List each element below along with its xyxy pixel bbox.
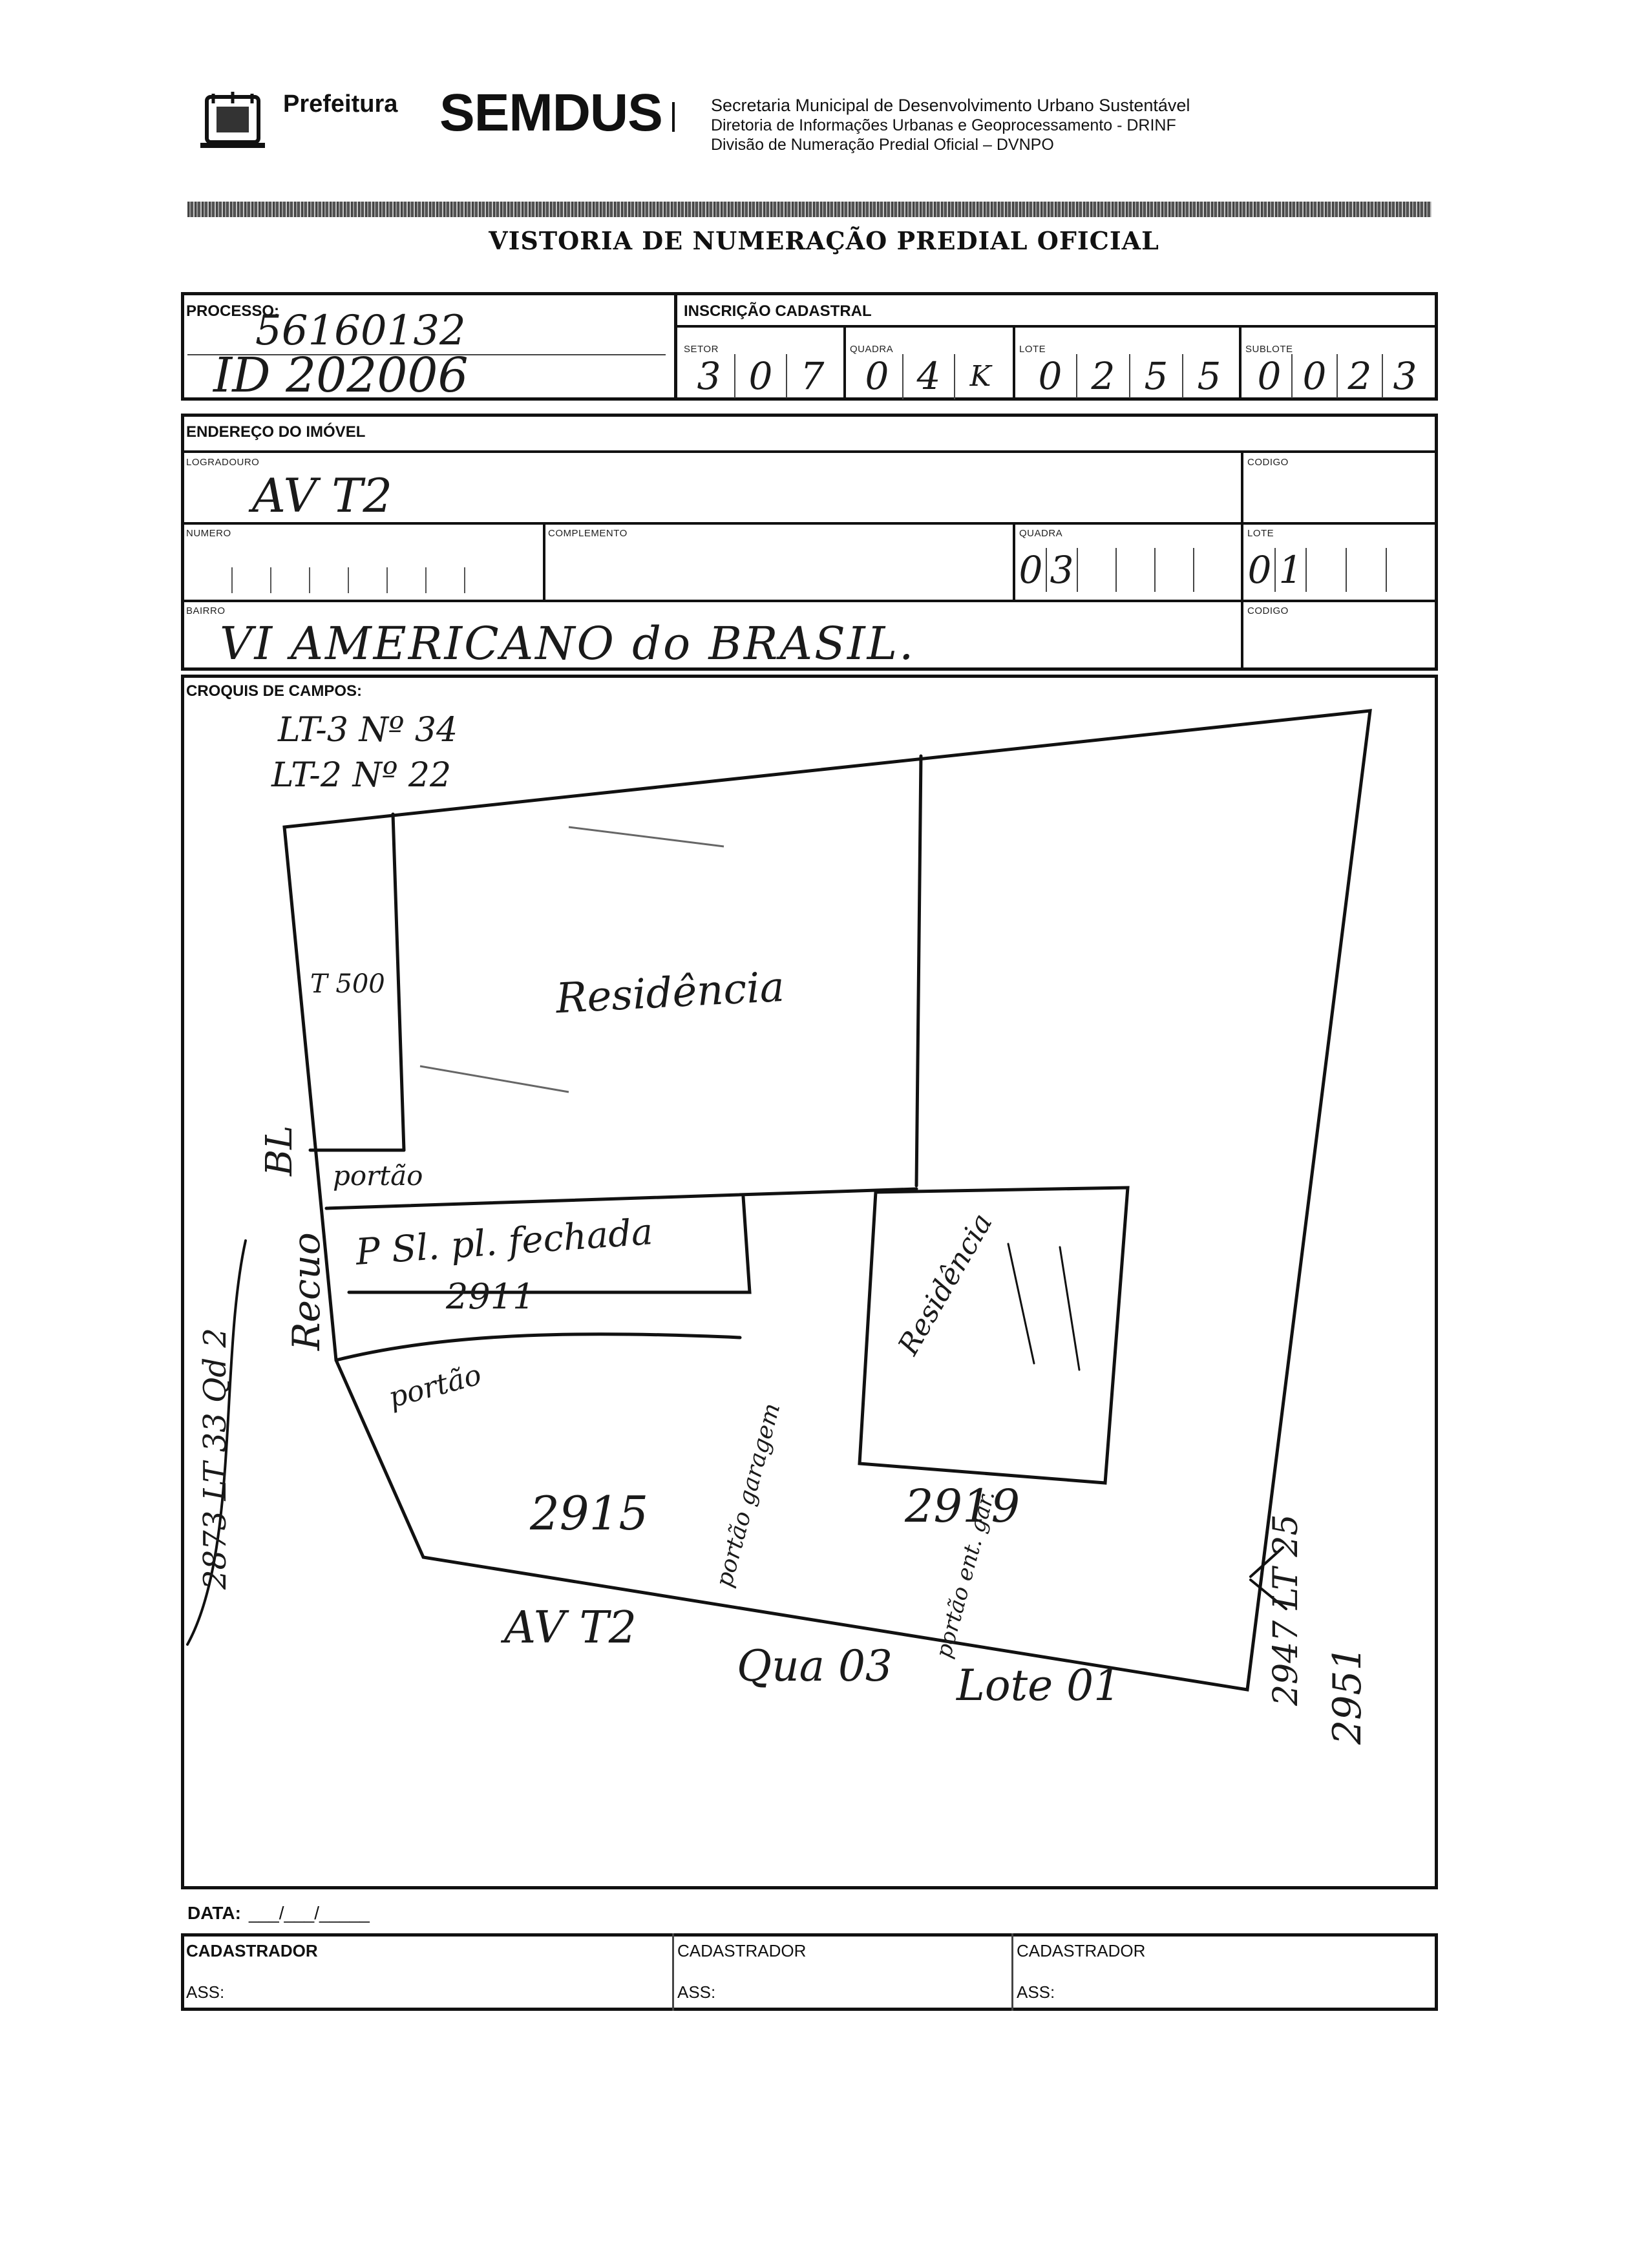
setor-digit: 0 (735, 354, 787, 398)
sketch-line (347, 1195, 752, 1294)
quadra-end-digit: 3 (1047, 548, 1078, 592)
complemento-label: COMPLEMENTO (548, 528, 628, 539)
setor-digit: 3 (684, 354, 735, 398)
quadra-digit: 0 (852, 354, 903, 399)
cadastrador-label-3: CADASTRADOR (1017, 1941, 1146, 1960)
sublote-digit: 2 (1338, 354, 1383, 398)
sketch-line (324, 1187, 918, 1210)
croquis-label: CROQUIS DE CAMPOS: (186, 682, 363, 700)
logradouro-label: LOGRADOURO (186, 457, 260, 468)
lote-end-digit: 1 (1276, 548, 1307, 592)
quadra-digit: K (969, 360, 991, 393)
sublote-label: SUBLOTE (1245, 344, 1293, 355)
processo-number: 56160132 (255, 307, 466, 355)
lote-label: LOTE (1019, 344, 1046, 355)
lote-digit: 5 (1197, 354, 1221, 398)
quadra-label: QUADRA (850, 344, 894, 355)
note-bl: BL (259, 1125, 301, 1176)
cadastrador-box (181, 1933, 1438, 2011)
note-2951: 2951 (1325, 1646, 1370, 1745)
header-line-2: Diretoria de Informações Urbanas e Geopr… (711, 116, 1176, 134)
lote-end-digit: 0 (1245, 548, 1276, 592)
endereco-label: ENDEREÇO DO IMÓVEL (186, 423, 366, 441)
sketch-line (334, 1332, 742, 1362)
header-line-1: Secretaria Municipal de Desenvolvimento … (711, 96, 1190, 115)
numero-ticks (194, 567, 465, 593)
setor-digits: 3 0 7 (684, 354, 838, 398)
codigo2-label: CODIGO (1247, 605, 1289, 616)
note-left-street: 2873 LT 33 Qd 2 (197, 1328, 233, 1590)
quadra-digits: 0 4 K (852, 354, 1006, 399)
codigo-label: CODIGO (1247, 457, 1289, 468)
note-t500: T 500 (310, 969, 385, 999)
processo-label: PROCESSO: (186, 302, 280, 320)
note-2915: 2915 (530, 1486, 649, 1540)
processo-inscricao-box (181, 292, 1438, 401)
data-value[interactable]: ___/___/_____ (249, 1903, 370, 1923)
sketch-line (914, 754, 923, 1188)
setor-label: SETOR (684, 344, 719, 355)
cadastrador-label-2: CADASTRADOR (677, 1941, 807, 1960)
note-2911: 2911 (446, 1276, 535, 1317)
note-lt25: 2947 LT 25 (1267, 1514, 1305, 1706)
lote-digit: 0 (1024, 354, 1077, 398)
header-band (187, 202, 1431, 217)
brand-divider (672, 102, 675, 132)
lot-boundary (282, 709, 1372, 1692)
quadra-end-digit: 0 (1016, 548, 1047, 592)
lote-end-digits: 0 1 (1245, 548, 1426, 592)
semdus-brand: SEMDUS (439, 83, 663, 142)
coat-of-arms-logo (200, 92, 265, 148)
bairro-label: BAIRRO (186, 605, 226, 616)
lote-digits: 0 2 5 5 (1024, 354, 1235, 398)
sublote-digit: 0 (1247, 354, 1293, 398)
setor-digit: 7 (800, 354, 825, 398)
ass-label-3[interactable]: ASS: (1017, 1982, 1055, 2002)
note-lt2: LT-2 Nº 22 (271, 756, 452, 795)
note-av-t2: AV T2 (504, 1602, 637, 1654)
ass-label-2[interactable]: ASS: (677, 1982, 716, 2002)
quadra-end-digits: 0 3 (1016, 548, 1232, 592)
sublote-digit: 3 (1393, 354, 1417, 398)
quadra-end-label: QUADRA (1019, 528, 1063, 539)
sublote-digit: 0 (1293, 354, 1338, 398)
bairro-value: VI AMERICANO do BRASIL. (220, 617, 916, 670)
lote-end-label: LOTE (1247, 528, 1274, 539)
numero-label: NUMERO (186, 528, 231, 539)
sublote-digits: 0 0 2 3 (1247, 354, 1427, 398)
inscricao-label: INSCRIÇÃO CADASTRAL (684, 302, 872, 320)
right-residence-outline (858, 1186, 1130, 1485)
note-portao-top: portão (333, 1160, 423, 1192)
sketch-line (391, 812, 406, 1152)
cadastrador-label-1: CADASTRADOR (186, 1941, 318, 1960)
form-title: VISTORIA DE NUMERAÇÃO PREDIAL OFICIAL (489, 226, 1159, 255)
logradouro-value: AV T2 (252, 468, 393, 523)
note-quadra03: Qua 03 (737, 1641, 893, 1691)
note-recuo: Recuo (284, 1232, 328, 1350)
quadra-digit: 4 (903, 354, 955, 399)
note-2919: 2919 (905, 1480, 1020, 1533)
lote-digit: 2 (1077, 354, 1130, 398)
street-boundary (186, 1239, 247, 1646)
note-lote01: Lote 01 (956, 1661, 1121, 1710)
lote-digit: 5 (1130, 354, 1183, 398)
data-label: DATA: (187, 1903, 241, 1923)
header-line-3: Divisão de Numeração Predial Oficial – D… (711, 136, 1054, 154)
endereco-box (181, 414, 1438, 671)
note-lt3: LT-3 Nº 34 (278, 711, 458, 750)
processo-id: ID 202006 (213, 348, 469, 403)
croquis-box (181, 675, 1438, 1889)
ass-label-1[interactable]: ASS: (186, 1982, 225, 2002)
prefeitura-label: Prefeitura (283, 90, 398, 118)
